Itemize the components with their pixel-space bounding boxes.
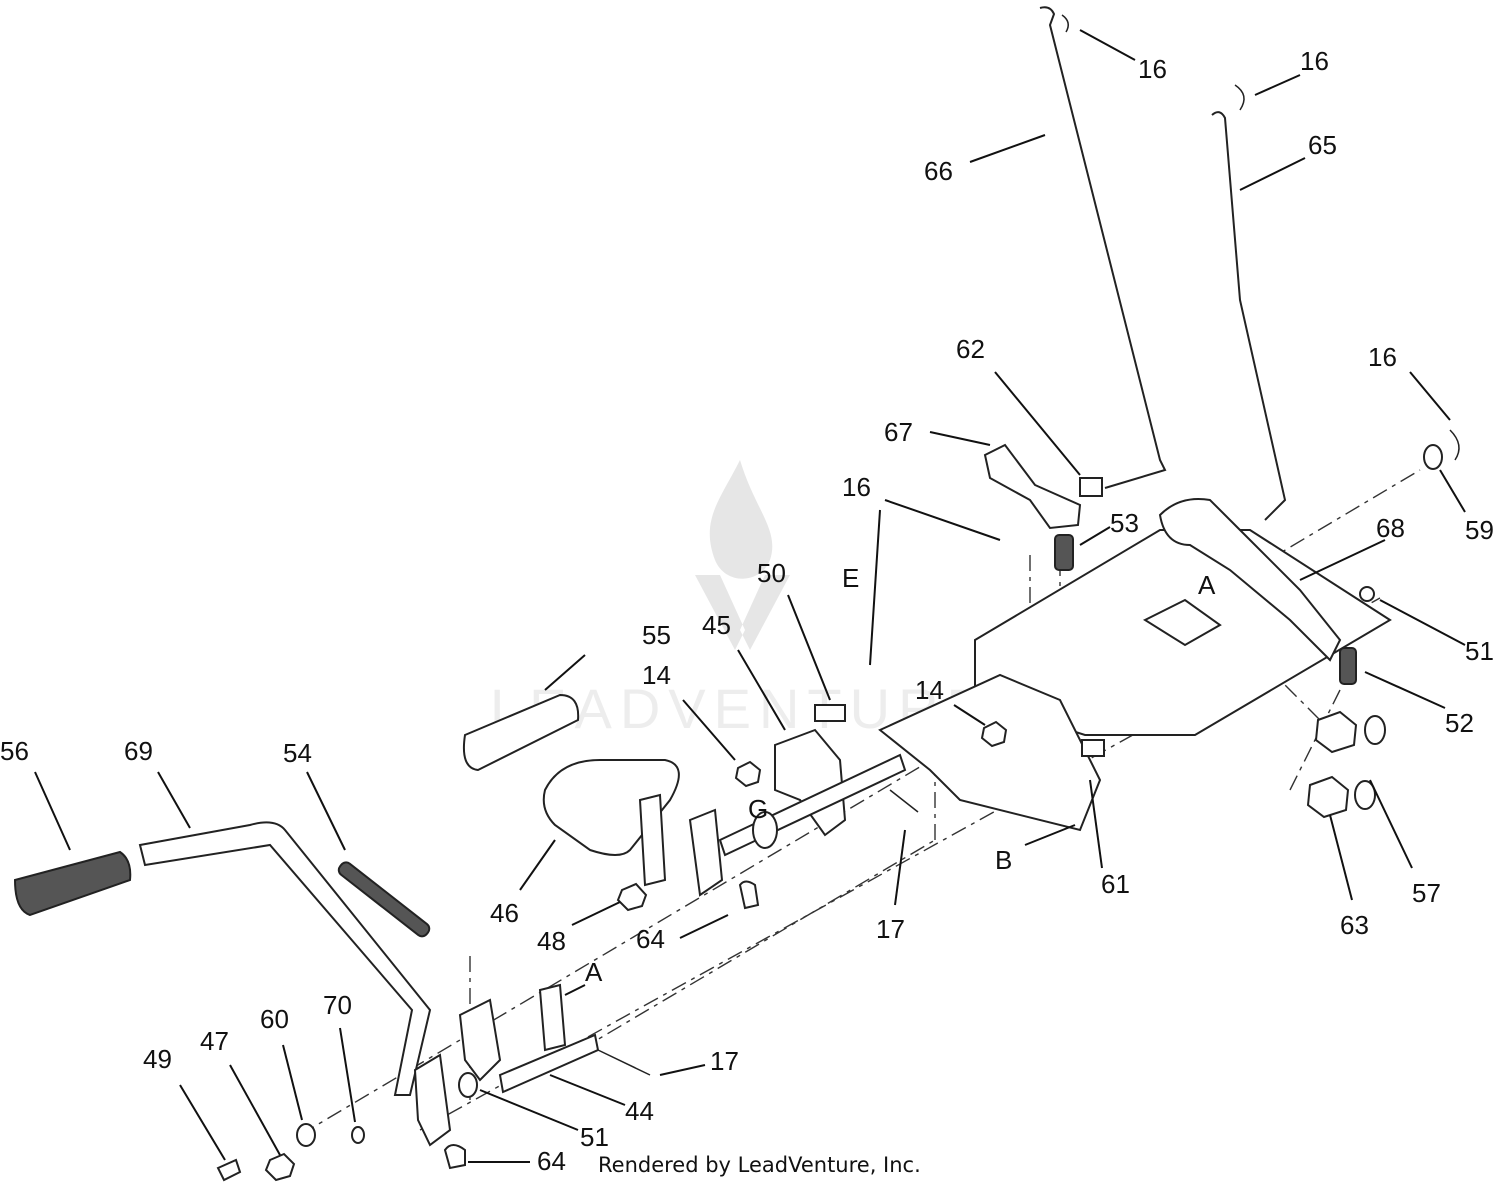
bolt-47 — [264, 1152, 296, 1182]
lever-68 — [1158, 498, 1342, 662]
callout-16-mid: 16 — [842, 472, 871, 502]
nut-63-a — [1314, 710, 1358, 754]
bracket-67 — [983, 443, 1082, 530]
callout-g: G — [748, 794, 768, 824]
callout-14-right: 14 — [915, 675, 944, 705]
callout-67: 67 — [884, 417, 913, 447]
leader-lines — [34, 29, 1466, 1163]
washer-57-a — [1364, 715, 1386, 745]
clip-64-lower — [443, 1144, 466, 1170]
rod-66 — [1039, 6, 1167, 489]
sector-45 — [774, 728, 847, 837]
callout-50: 50 — [757, 558, 786, 588]
part-drawings — [13, 6, 1460, 1182]
callout-49: 49 — [143, 1044, 172, 1074]
nut-63-b — [1306, 775, 1350, 819]
callout-46: 46 — [490, 898, 519, 928]
callout-63: 63 — [1340, 910, 1369, 940]
washer-59 — [1423, 444, 1443, 470]
callout-47: 47 — [200, 1026, 229, 1056]
clip-64-upper — [738, 880, 760, 910]
nut-51-lower — [458, 1072, 478, 1098]
spring-53 — [1054, 534, 1074, 571]
callout-57: 57 — [1412, 878, 1441, 908]
washer-60 — [296, 1123, 316, 1147]
callout-69: 69 — [124, 736, 153, 766]
callout-68: 68 — [1376, 513, 1405, 543]
callout-66: 66 — [924, 156, 953, 186]
callout-56: 56 — [0, 736, 29, 766]
callout-55: 55 — [642, 620, 671, 650]
plate-arm — [638, 793, 667, 887]
nut-51-right — [1359, 586, 1375, 602]
nut-14-right — [980, 720, 1008, 748]
rod-65 — [1211, 111, 1287, 521]
callout-64-upper: 64 — [636, 924, 665, 954]
bolt-61 — [1081, 739, 1105, 757]
callout-b: B — [995, 845, 1012, 875]
callout-51-right: 51 — [1465, 636, 1494, 666]
washer-70 — [351, 1126, 365, 1144]
spring-52 — [1339, 647, 1357, 685]
callout-62: 62 — [956, 334, 985, 364]
pin-17-upper — [889, 789, 919, 813]
callout-e: E — [842, 563, 859, 593]
callout-52: 52 — [1445, 708, 1474, 738]
pin-16-c — [1449, 429, 1460, 461]
cover-55 — [462, 693, 580, 772]
callout-45: 45 — [702, 610, 731, 640]
callout-54: 54 — [283, 738, 312, 768]
callout-16-top: 16 — [1138, 54, 1167, 84]
callout-51-lower: 51 — [580, 1122, 609, 1152]
callout-a-upper: A — [1198, 570, 1216, 600]
pedal-plate — [413, 1053, 452, 1147]
callout-60: 60 — [260, 1004, 289, 1034]
spring-54 — [337, 861, 431, 938]
plate-link — [688, 808, 724, 897]
nut-14-left — [734, 760, 762, 788]
callout-65: 65 — [1308, 130, 1337, 160]
washer-57-b — [1354, 780, 1376, 810]
bracket-a-lower — [538, 983, 567, 1052]
callout-64-lower: 64 — [537, 1146, 566, 1176]
callout-17-lower: 17 — [710, 1046, 739, 1076]
bolt-48 — [616, 882, 648, 912]
callout-53: 53 — [1110, 508, 1139, 538]
lever-69 — [138, 821, 432, 1096]
pin-17-lower — [597, 1049, 651, 1076]
callout-59: 59 — [1465, 515, 1494, 545]
collar-g — [752, 811, 778, 849]
callout-70: 70 — [323, 990, 352, 1020]
screw-50 — [814, 704, 846, 722]
callout-44: 44 — [625, 1096, 654, 1126]
callout-16-upper-right: 16 — [1300, 46, 1329, 76]
plate-block — [1142, 598, 1222, 647]
pin-16-b — [1234, 84, 1245, 111]
side-panel — [878, 673, 1102, 832]
callout-17-upper: 17 — [876, 914, 905, 944]
callout-48: 48 — [537, 926, 566, 956]
callout-labels: 16 16 66 65 62 67 16 53 16 59 68 A 51 52… — [0, 46, 1494, 1176]
bolt-62 — [1079, 477, 1103, 497]
callout-14-left: 14 — [642, 660, 671, 690]
handle-grip-56 — [13, 850, 132, 917]
callout-a-lower: A — [585, 957, 603, 987]
pedal-arm — [458, 998, 502, 1082]
pin-16-a — [1061, 14, 1069, 33]
credit-text: Rendered by LeadVenture, Inc. — [598, 1153, 921, 1177]
bolt-49 — [216, 1158, 242, 1182]
callout-16-right: 16 — [1368, 342, 1397, 372]
callout-61: 61 — [1101, 869, 1130, 899]
